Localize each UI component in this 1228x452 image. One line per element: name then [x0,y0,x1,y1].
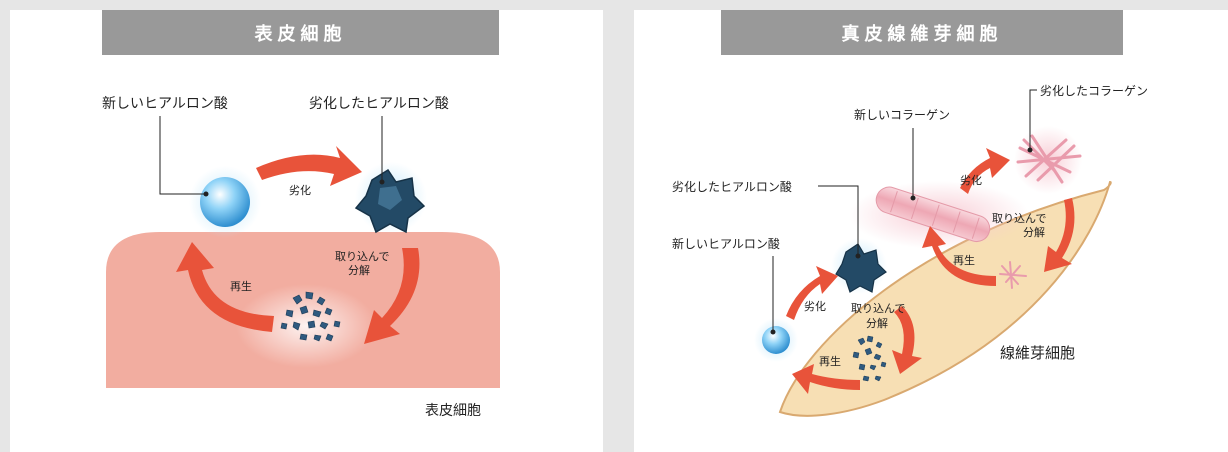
degrade-arrow [256,146,362,186]
leader-dot [379,179,385,185]
collagen-degrade-label: 劣化 [960,174,982,187]
leader-dot [855,253,861,259]
fragment-cluster [280,291,341,342]
collagen-uptake-label-line2: 分解 [1023,226,1045,239]
epidermal-cell-label: 表皮細胞 [425,403,481,419]
new-collagen-label: 新しいコラーゲン [854,108,951,122]
ha-uptake-label-line1: 取り込んで [851,302,906,315]
leader-dot [770,329,776,335]
leader-dot [910,195,916,201]
collagen-uptake-label-line1: 取り込んで [992,212,1047,225]
degraded-hyaluronic-acid-blob [835,243,887,293]
collagen-degrade-arrow [960,148,1010,194]
regen-label: 再生 [230,280,252,293]
new-hyaluronic-acid-label: 新しいヒアルロン酸 [102,96,228,112]
leader-dot [203,191,209,197]
degraded-collagen-fibers [1016,134,1082,184]
fragment-cluster [852,335,887,382]
new-hyaluronic-acid-sphere [200,177,250,227]
collagen-uptake-arrow [1044,198,1075,272]
collagen-fragments [999,261,1027,289]
facet-shape [378,186,402,210]
degraded-collagen-label: 劣化したコラーゲン [1040,84,1149,98]
new-hyaluronic-acid-sphere [762,326,790,354]
degrade-label: 劣化 [289,184,311,197]
leader-dot [1027,147,1033,153]
degraded-hyaluronic-acid-label: 劣化したヒアルロン酸 [672,180,792,194]
epidermis-diagram [106,116,500,388]
uptake-label-line1: 取り込んで [335,250,390,263]
ha-degrade-arrow [786,266,838,320]
new-hyaluronic-acid-label: 新しいヒアルロン酸 [672,237,780,251]
panel-title: 真皮線維芽細胞 [721,10,1123,55]
degraded-hyaluronic-acid-label: 劣化したヒアルロン酸 [309,96,449,112]
panel-title: 表皮細胞 [102,10,499,55]
ha-uptake-arrow [892,306,922,374]
highlight-shape [236,284,376,368]
regen-arrow [176,242,274,332]
ha-regen-arrow [792,364,860,394]
leader-line [1029,89,1037,150]
collagen-regen-arrow [922,226,996,286]
uptake-arrow [364,248,420,344]
collagen-regen-label: 再生 [953,254,975,267]
leader-line [818,185,859,256]
new-collagen-rod [875,186,991,243]
leader-line [159,116,206,195]
dermal-fibroblast-panel: 真皮線維芽細胞 [634,10,1228,452]
fibroblast-diagram [754,89,1112,417]
epidermal-cell-panel: 表皮細胞 [10,10,603,452]
fibroblast-cell-shape [778,180,1112,417]
uptake-label-line2: 分解 [348,264,370,277]
ha-degrade-label: 劣化 [804,300,826,313]
ha-uptake-label-line2: 分解 [866,317,888,330]
ha-regen-label: 再生 [819,355,841,368]
fibroblast-label: 線維芽細胞 [1000,344,1076,362]
